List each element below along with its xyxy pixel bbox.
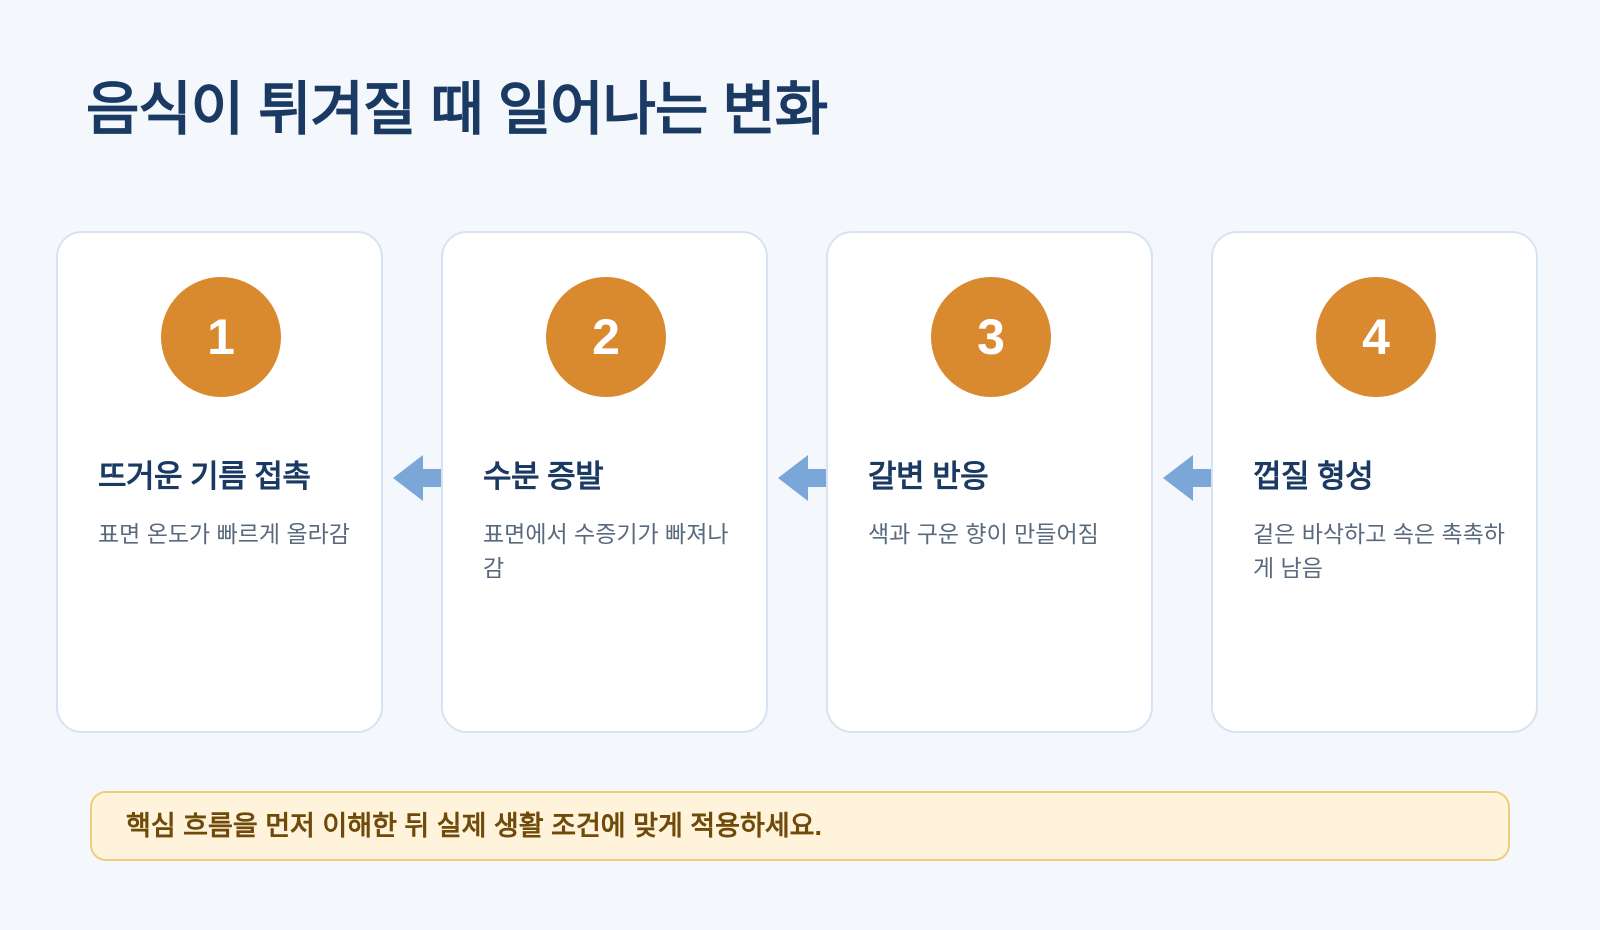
step-number-badge: 3 xyxy=(931,277,1051,397)
arrow-left-icon xyxy=(393,455,441,501)
arrow-left-icon xyxy=(778,455,826,501)
step-card-1: 1 뜨거운 기름 접촉 표면 온도가 빠르게 올라감 xyxy=(56,231,383,733)
step-number-badge: 2 xyxy=(546,277,666,397)
summary-note: 핵심 흐름을 먼저 이해한 뒤 실제 생활 조건에 맞게 적용하세요. xyxy=(90,791,1510,861)
step-description: 색과 구운 향이 만들어짐 xyxy=(868,521,1099,547)
step-title: 뜨거운 기름 접촉 xyxy=(98,459,311,494)
step-card-4: 4 껍질 형성 겉은 바삭하고 속은 촉촉하게 남음 xyxy=(1211,231,1538,733)
step-title: 갈변 반응 xyxy=(868,459,989,494)
step-number-badge: 4 xyxy=(1316,277,1436,397)
step-card-2: 2 수분 증발 표면에서 수증기가 빠져나감 xyxy=(441,231,768,733)
summary-note-text: 핵심 흐름을 먼저 이해한 뒤 실제 생활 조건에 맞게 적용하세요. xyxy=(126,811,823,841)
step-description: 표면에서 수증기가 빠져나감 xyxy=(483,521,729,581)
step-description: 표면 온도가 빠르게 올라감 xyxy=(98,521,350,547)
step-title: 껍질 형성 xyxy=(1253,459,1374,494)
step-card-3: 3 갈변 반응 색과 구운 향이 만들어짐 xyxy=(826,231,1153,733)
arrow-left-icon xyxy=(1163,455,1211,501)
step-description: 겉은 바삭하고 속은 촉촉하게 남음 xyxy=(1253,521,1505,581)
page-title: 음식이 튀겨질 때 일어나는 변화 xyxy=(86,77,828,142)
step-number-badge: 1 xyxy=(161,277,281,397)
step-title: 수분 증발 xyxy=(483,459,604,494)
